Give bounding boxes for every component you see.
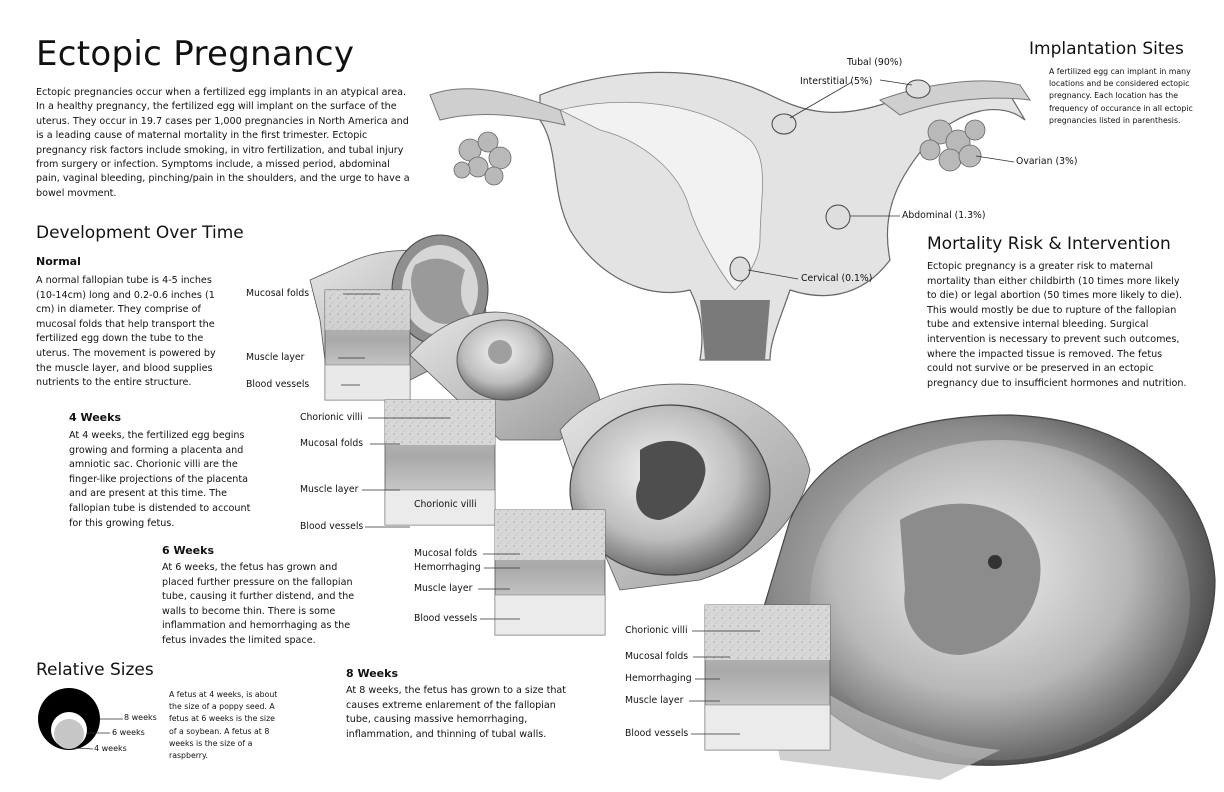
week4-label-blood-vessels: Blood vessels [300, 521, 364, 532]
uterus-illustration [429, 71, 1032, 361]
week6-label-mucosal-folds: Mucosal folds [414, 548, 478, 559]
size-label-6-weeks: 6 weeks [112, 728, 145, 737]
leader-lines [338, 79, 1015, 735]
week4-label-chorionic-villi: Chorionic villi [300, 412, 363, 423]
week4-heading: 4 Weeks [69, 411, 122, 424]
week6-heading: 6 Weeks [162, 544, 215, 557]
relative-size-circles [38, 688, 123, 750]
week4-inner-label-chorionic-villi: Chorionic villi [414, 499, 477, 510]
site-label-tubal: Tubal (90%) [847, 57, 903, 68]
week4-label-mucosal-folds: Mucosal folds [300, 438, 364, 449]
implantation-heading: Implantation Sites [1029, 39, 1184, 59]
week8-label-mucosal-folds: Mucosal folds [625, 651, 689, 662]
week6-label-muscle-layer: Muscle layer [414, 583, 473, 594]
normal-text: A normal fallopian tube is 4-5 inches (1… [36, 275, 216, 389]
week6-label-blood-vessels: Blood vessels [414, 613, 478, 624]
relative-sizes-text: A fetus at 4 weeks, is about the size of… [169, 690, 278, 761]
mortality-heading: Mortality Risk & Intervention [927, 234, 1171, 254]
site-label-abdominal: Abdominal (1.3%) [902, 210, 986, 221]
implantation-text: A fertilized egg can implant in many loc… [1049, 67, 1193, 125]
normal-heading: Normal [36, 255, 81, 268]
week4-illustration [384, 311, 601, 526]
week8-text: At 8 weeks, the fetus has grown to a siz… [346, 685, 567, 740]
intro-paragraph: Ectopic pregnancies occur when a fertili… [36, 87, 410, 199]
week6-illustration [494, 383, 811, 636]
site-label-interstitial: Interstitial (5%) [800, 76, 873, 87]
week8-label-hemorrhaging: Hemorrhaging [625, 673, 692, 684]
site-label-ovarian: Ovarian (3%) [1016, 156, 1078, 167]
week8-illustration [704, 414, 1216, 780]
normal-label-mucosal-folds: Mucosal folds [246, 288, 310, 299]
week6-label-hemorrhaging: Hemorrhaging [414, 562, 481, 573]
page-title: Ectopic Pregnancy [36, 34, 355, 74]
week8-heading: 8 Weeks [346, 667, 399, 680]
site-label-cervical: Cervical (0.1%) [801, 273, 873, 284]
size-label-4-weeks: 4 weeks [94, 744, 127, 753]
week6-text: At 6 weeks, the fetus has grown and plac… [162, 562, 355, 646]
normal-label-muscle-layer: Muscle layer [246, 352, 305, 363]
week8-label-muscle-layer: Muscle layer [625, 695, 684, 706]
week4-text: At 4 weeks, the fertilized egg begins gr… [69, 430, 251, 529]
week4-label-muscle-layer: Muscle layer [300, 484, 359, 495]
mortality-text: Ectopic pregnancy is a greater risk to m… [927, 261, 1187, 389]
relative-sizes-heading: Relative Sizes [36, 660, 154, 680]
week8-label-chorionic-villi: Chorionic villi [625, 625, 688, 636]
size-label-8-weeks: 8 weeks [124, 713, 157, 722]
development-heading: Development Over Time [36, 223, 244, 243]
normal-label-blood-vessels: Blood vessels [246, 379, 310, 390]
week8-label-blood-vessels: Blood vessels [625, 728, 689, 739]
